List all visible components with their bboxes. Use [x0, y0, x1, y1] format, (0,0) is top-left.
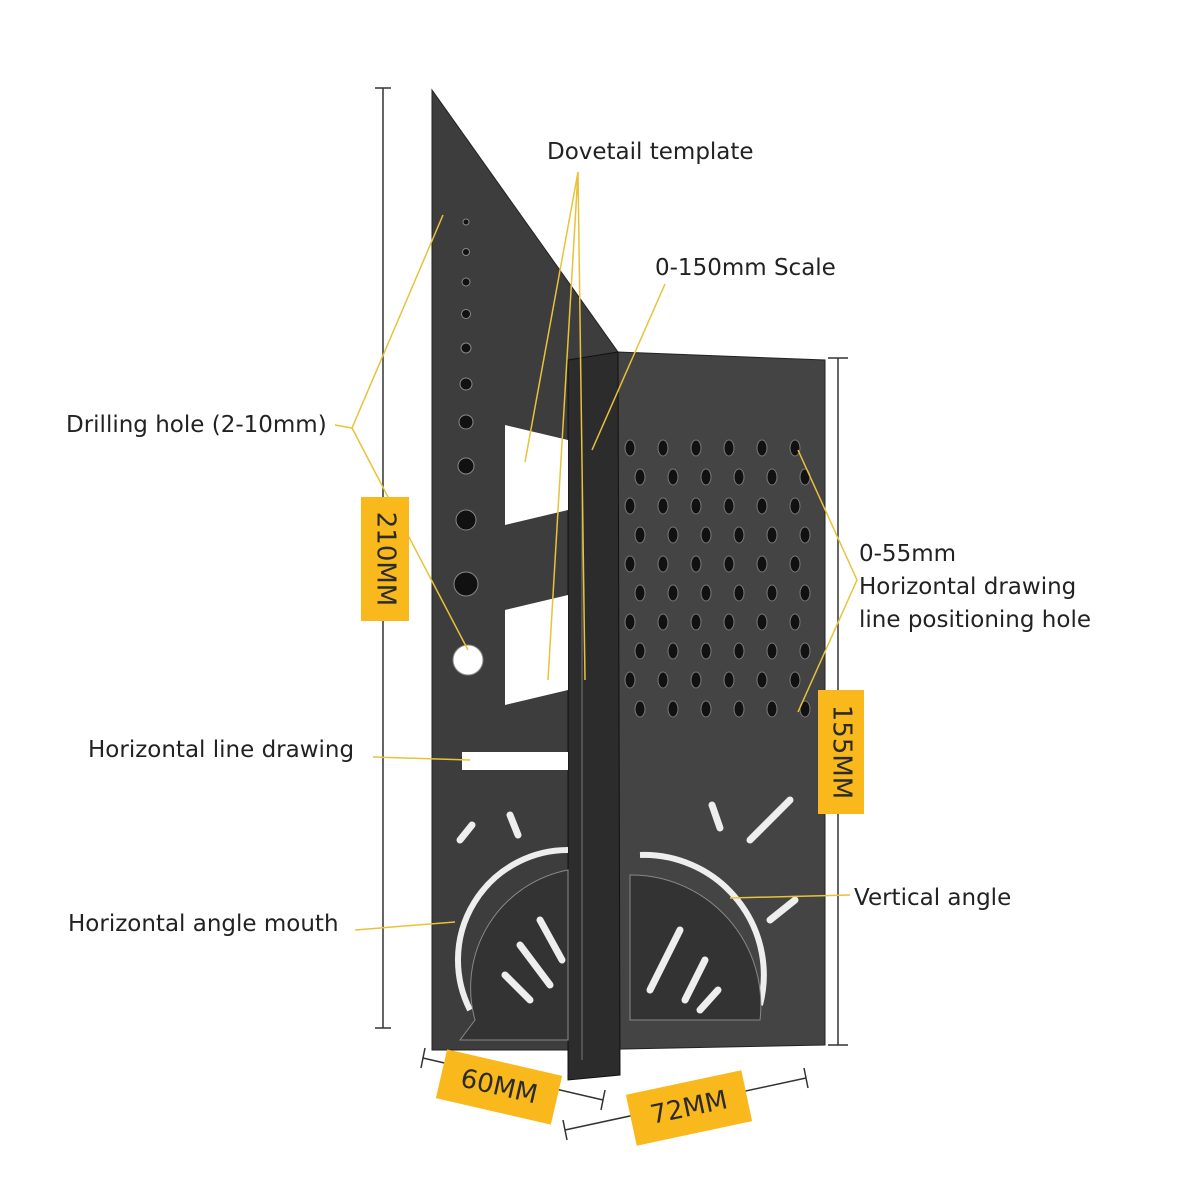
positioning-hole	[634, 700, 646, 718]
label-drilling-hole: Drilling hole (2-10mm)	[66, 412, 327, 438]
positioning-hole	[634, 584, 646, 602]
positioning-hole	[690, 555, 702, 573]
positioning-hole	[667, 468, 679, 486]
positioning-hole	[766, 642, 778, 660]
positioning-hole	[756, 671, 768, 689]
positioning-hole	[756, 439, 768, 457]
dovetail-cutout	[505, 425, 568, 525]
positioning-hole	[624, 555, 636, 573]
positioning-hole	[700, 584, 712, 602]
positioning-hole	[766, 468, 778, 486]
dovetail-cutout	[505, 595, 568, 705]
positioning-hole	[624, 439, 636, 457]
positioning-hole	[690, 497, 702, 515]
positioning-hole	[690, 439, 702, 457]
center-spine	[567, 351, 621, 1081]
label-scale: 0-150mm Scale	[655, 255, 836, 281]
positioning-hole	[766, 700, 778, 718]
positioning-hole	[624, 671, 636, 689]
positioning-hole	[667, 526, 679, 544]
positioning-hole	[789, 555, 801, 573]
positioning-hole	[700, 700, 712, 718]
line-slot	[462, 752, 568, 770]
angle-slots	[456, 796, 799, 1014]
positioning-hole	[799, 584, 811, 602]
positioning-hole	[789, 497, 801, 515]
positioning-hole	[789, 671, 801, 689]
positioning-hole	[634, 642, 646, 660]
positioning-hole	[700, 526, 712, 544]
positioning-hole	[634, 468, 646, 486]
positioning-hole	[756, 555, 768, 573]
label-positioning-hole-1: 0-55mm	[859, 541, 957, 567]
positioning-hole	[766, 584, 778, 602]
badge-text: 210MM	[370, 511, 400, 607]
positioning-hole	[690, 671, 702, 689]
label-dovetail-template: Dovetail template	[547, 139, 754, 165]
positioning-hole	[624, 613, 636, 631]
positioning-hole	[657, 613, 669, 631]
badge-text: 155MM	[826, 704, 856, 800]
positioning-hole	[634, 526, 646, 544]
positioning-hole	[667, 642, 679, 660]
label-vertical-angle: Vertical angle	[854, 885, 1012, 911]
positioning-hole	[667, 584, 679, 602]
positioning-hole	[756, 613, 768, 631]
positioning-hole	[789, 439, 801, 457]
leader-lines	[334, 171, 858, 931]
positioning-hole	[733, 526, 745, 544]
positioning-hole	[723, 671, 735, 689]
horizontal-angle-arc	[454, 847, 569, 1012]
label-horizontal-angle-mouth: Horizontal angle mouth	[68, 911, 339, 937]
label-positioning-hole-3: line positioning hole	[859, 607, 1091, 633]
positioning-hole	[690, 613, 702, 631]
positioning-hole	[723, 555, 735, 573]
badge-210mm: 210MM	[361, 497, 409, 621]
positioning-hole	[799, 526, 811, 544]
positioning-hole	[733, 468, 745, 486]
positioning-hole	[733, 700, 745, 718]
positioning-hole	[723, 439, 735, 457]
positioning-hole	[723, 497, 735, 515]
positioning-hole	[700, 468, 712, 486]
positioning-hole	[667, 700, 679, 718]
positioning-hole	[723, 613, 735, 631]
positioning-hole	[657, 671, 669, 689]
label-positioning-hole-2: Horizontal drawing	[859, 574, 1077, 600]
positioning-hole	[657, 497, 669, 515]
label-horizontal-line-drawing: Horizontal line drawing	[88, 737, 355, 763]
badge-155mm: 155MM	[818, 690, 864, 814]
drilling-holes	[452, 218, 484, 676]
positioning-hole	[799, 642, 811, 660]
positioning-hole	[733, 584, 745, 602]
positioning-hole	[657, 439, 669, 457]
vertical-angle-arc	[639, 851, 767, 1006]
positioning-hole-grid	[624, 439, 811, 718]
positioning-hole	[624, 497, 636, 515]
positioning-hole	[766, 526, 778, 544]
positioning-hole	[733, 642, 745, 660]
positioning-hole	[700, 642, 712, 660]
positioning-hole	[657, 555, 669, 573]
positioning-hole	[756, 497, 768, 515]
positioning-hole	[789, 613, 801, 631]
